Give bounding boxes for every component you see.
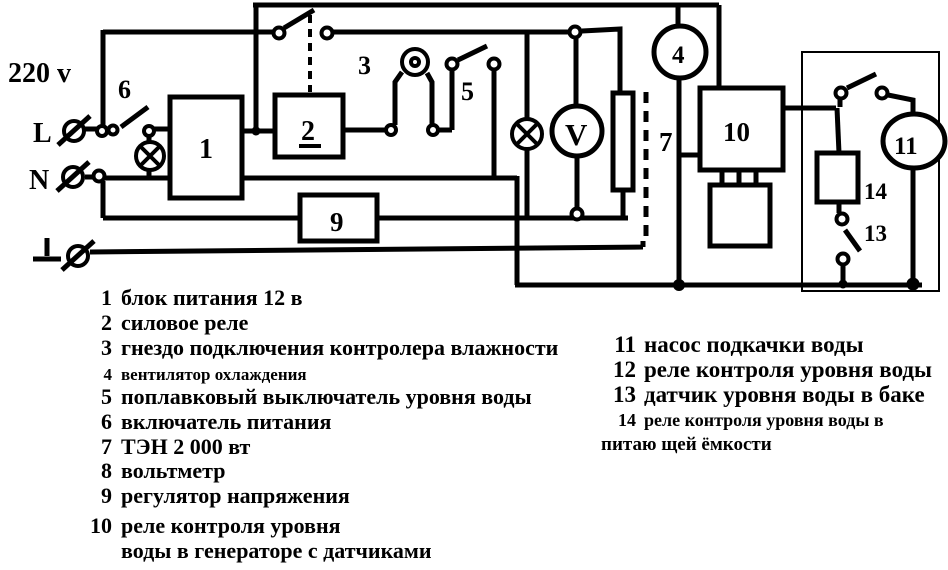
schematic-labels: 220 v L N 6 1 2 3 5 9 7 4 10 V 11 14 13: [8, 42, 918, 246]
legend-num: 6: [101, 409, 112, 434]
level-sensors-box: [707, 182, 773, 249]
label-3: 3: [358, 51, 371, 80]
legend-num: 3: [101, 335, 112, 360]
legend-item-4: 4 вентилятор охлаждения: [84, 365, 307, 384]
round-components: [134, 23, 948, 172]
voltage-label: 220 v: [8, 58, 71, 89]
label-4: 4: [672, 42, 685, 69]
legend-text: включатель питания: [121, 409, 332, 434]
label-9: 9: [330, 207, 344, 237]
legend-num: 13: [613, 382, 636, 407]
level-relay-10-box: [697, 85, 786, 173]
voltmeter-letter: V: [565, 117, 588, 152]
label-14: 14: [864, 179, 888, 204]
component-boxes: [167, 85, 861, 249]
legend-item-5: 5 поплавковый выключатель уровня воды: [84, 385, 532, 409]
fan-4-symbol: [651, 23, 709, 81]
ground-plug-icon: [60, 239, 96, 272]
legend-num: 1: [101, 285, 112, 310]
legend-text: ТЭН 2 000 вт: [121, 434, 251, 459]
label-11: 11: [894, 133, 918, 160]
legend-item-8: 8 вольтметр: [84, 459, 225, 483]
label-7: 7: [659, 127, 673, 157]
legend-item-3: 3 гнездо подключения контролера влажност…: [84, 336, 558, 360]
legend-text: насос подкачки воды: [644, 332, 864, 357]
legend-item-10-line2: воды в генераторе с датчиками: [121, 538, 432, 563]
power-switch-6-blade: [119, 104, 150, 130]
legend-num: 9: [101, 483, 112, 508]
humidity-socket-3-icon: [400, 47, 430, 77]
input-terminals: [33, 114, 96, 272]
legend-text: вентилятор охлаждения: [121, 365, 307, 384]
label-1: 1: [199, 134, 213, 165]
label-5: 5: [461, 77, 474, 106]
label-10: 10: [723, 117, 750, 147]
legend-num: 11: [614, 332, 636, 357]
neutral-plug-icon: [55, 160, 91, 193]
wires: [85, 2, 922, 288]
label-13: 13: [864, 221, 887, 246]
legend-text: силовое реле: [121, 310, 249, 335]
legend-text: реле контроля уровня воды: [644, 357, 933, 382]
voltmeter-8-symbol: [549, 103, 605, 159]
legend-item-2: 2 силовое реле: [84, 311, 248, 335]
legend-text: гнездо подключения контролера влажности: [121, 335, 559, 360]
indicator-lamp-icon: [134, 140, 166, 172]
legend-text: реле контроля уровня: [121, 513, 341, 538]
float-switch-5-blade: [456, 43, 489, 63]
legend-num: 7: [101, 434, 112, 459]
legend-item-14: 14 реле контроля уровня воды в: [596, 410, 884, 430]
legend-num: 10: [90, 513, 112, 538]
live-plug-icon: [56, 114, 92, 147]
legend-item-9: 9 регулятор напряжения: [84, 484, 350, 508]
legend-text: блок питания 12 в: [121, 285, 303, 310]
tank-sensor-13-blade: [842, 228, 863, 253]
legend-text: реле контроля уровня воды в: [644, 410, 884, 430]
heater-lamp-icon: [510, 117, 544, 151]
legend-item-11: 11 насос подкачки воды: [596, 332, 864, 358]
legend-num: 8: [101, 458, 112, 483]
legend-num: 2: [101, 310, 112, 335]
legend-text: регулятор напряжения: [121, 483, 350, 508]
terminal-l-label: L: [33, 118, 52, 149]
legend-text: датчик уровня воды в баке: [644, 382, 925, 407]
terminal-n-label: N: [29, 165, 49, 196]
legend-item-13: 13 датчик уровня воды в баке: [596, 382, 925, 408]
legend-text: вольтметр: [121, 458, 226, 483]
legend-item-12: 12 реле контроля уровня воды: [596, 357, 933, 383]
heater-7-element: [610, 90, 636, 193]
legend-item-6: 6 включатель питания: [84, 410, 331, 434]
voltage-regulator-9-box: [297, 192, 380, 244]
pump-11-symbol: [880, 111, 948, 171]
junction-dots: [251, 126, 920, 291]
contact-points: [91, 24, 890, 267]
ground-symbol-icon: [33, 238, 61, 262]
legend-num: 12: [613, 357, 636, 382]
legend-num: 14: [618, 410, 636, 430]
power-supply-1-box: [167, 94, 245, 201]
label-6: 6: [118, 75, 131, 104]
relay-contact-blade: [282, 7, 316, 31]
pump-switch-blade: [845, 71, 878, 91]
legend-text: поплавковый выключатель уровня воды: [121, 384, 532, 409]
legend-item-7: 7 ТЭН 2 000 вт: [84, 435, 250, 459]
switch-blades: [119, 7, 878, 253]
supply-level-relay-14-box: [814, 150, 861, 205]
label-2: 2: [301, 116, 315, 147]
legend-num: 5: [101, 384, 112, 409]
legend-num: 4: [103, 365, 113, 384]
pump-subcircuit-frame: [801, 51, 940, 292]
legend-item-1: 1 блок питания 12 в: [84, 286, 303, 310]
legend-item-14-line2: питаю щей ёмкости: [601, 434, 772, 455]
legend-item-10: 10 реле контроля уровня: [84, 514, 341, 538]
